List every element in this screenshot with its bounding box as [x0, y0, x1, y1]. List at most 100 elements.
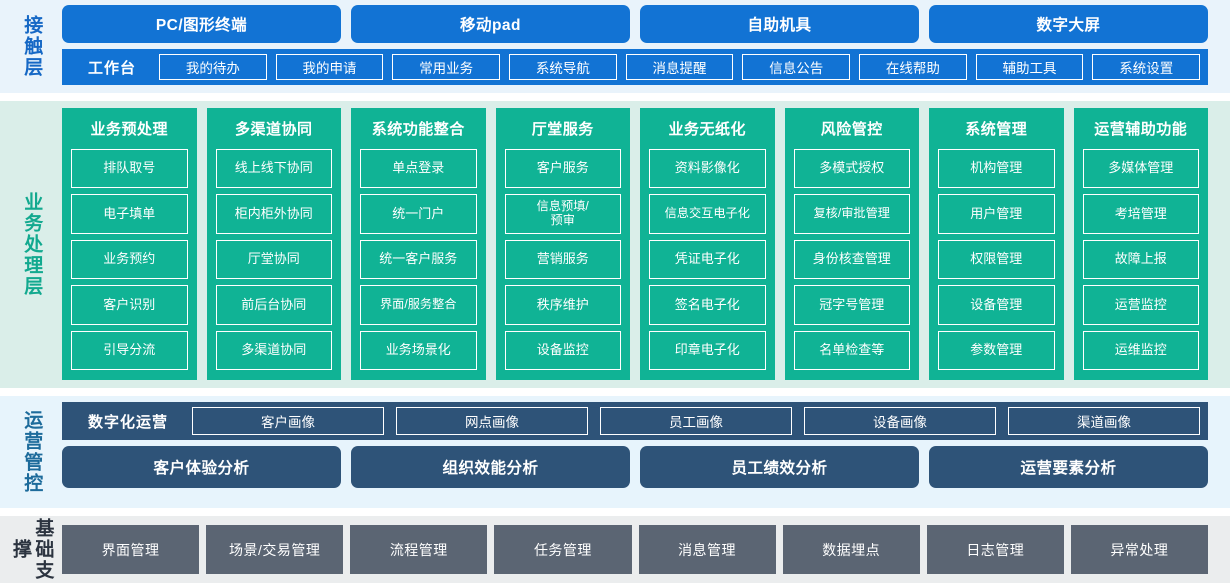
business-item[interactable]: 引导分流	[71, 330, 188, 371]
ops-layer-label: 运营管控	[0, 396, 62, 508]
business-item[interactable]: 设备监控	[504, 330, 621, 371]
portrait-item[interactable]: 设备画像	[804, 407, 997, 435]
foundation-layer-band: 基础支撑 界面管理场景/交易管理流程管理任务管理消息管理数据埋点日志管理异常处理	[0, 516, 1230, 583]
business-item[interactable]: 信息预填/预审	[504, 194, 621, 234]
channel-chip[interactable]: PC/图形终端	[62, 5, 341, 43]
foundation-layer-body: 界面管理场景/交易管理流程管理任务管理消息管理数据埋点日志管理异常处理	[62, 516, 1230, 583]
business-item[interactable]: 冠字号管理	[793, 285, 910, 325]
business-item[interactable]: 资料影像化	[649, 149, 766, 189]
business-item[interactable]: 多媒体管理	[1082, 149, 1199, 189]
business-column: 运营辅助功能多媒体管理考培管理故障上报运营监控运维监控	[1073, 108, 1208, 380]
workbench-title: 工作台	[88, 59, 137, 77]
business-item[interactable]: 运维监控	[1082, 330, 1199, 371]
business-item[interactable]: 统一客户服务	[360, 239, 477, 280]
business-column-title: 系统功能整合	[371, 121, 465, 138]
business-layer-label-text: 业务处理层	[21, 192, 43, 297]
business-item[interactable]: 柜内柜外协同	[215, 194, 332, 234]
business-item[interactable]: 运营监控	[1082, 285, 1199, 325]
workbench-item[interactable]: 常用业务	[392, 54, 501, 80]
business-item[interactable]: 客户服务	[504, 149, 621, 189]
workbench-item[interactable]: 系统设置	[1092, 54, 1201, 80]
business-item[interactable]: 签名电子化	[649, 285, 766, 325]
channel-chip[interactable]: 自助机具	[640, 5, 919, 43]
portrait-item[interactable]: 网点画像	[396, 407, 589, 435]
portrait-item[interactable]: 客户画像	[192, 407, 385, 435]
business-item[interactable]: 参数管理	[938, 330, 1055, 371]
business-column-title: 系统管理	[965, 121, 1028, 138]
channel-chip[interactable]: 移动pad	[351, 5, 630, 43]
foundation-layer-label-text: 基础支撑	[10, 518, 54, 581]
business-item[interactable]: 排队取号	[71, 149, 188, 189]
business-item[interactable]: 机构管理	[938, 149, 1055, 189]
business-item[interactable]: 营销服务	[504, 239, 621, 280]
contact-layer-body: PC/图形终端移动pad 自助机具数字大屏 工作台 我的待办我的申请常用业务系统导…	[62, 0, 1230, 93]
analysis-item[interactable]: 组织效能分析	[351, 446, 630, 488]
business-item[interactable]: 名单检查等	[793, 330, 910, 371]
business-item[interactable]: 前后台协同	[215, 285, 332, 325]
analysis-item[interactable]: 客户体验分析	[62, 446, 341, 488]
business-item[interactable]: 单点登录	[360, 149, 477, 189]
workbench-item[interactable]: 辅助工具	[975, 54, 1084, 80]
business-item[interactable]: 界面/服务整合	[360, 285, 477, 325]
business-item[interactable]: 信息交互电子化	[649, 194, 766, 234]
foundation-item[interactable]: 数据埋点	[782, 525, 920, 574]
workbench-item[interactable]: 在线帮助	[859, 54, 967, 80]
business-column: 业务预处理排队取号电子填单业务预约客户识别引导分流	[62, 108, 197, 380]
business-item[interactable]: 客户识别	[71, 285, 188, 325]
business-layer-body: 业务预处理排队取号电子填单业务预约客户识别引导分流多渠道协同线上线下协同柜内柜外…	[62, 101, 1230, 388]
workbench-item[interactable]: 信息公告	[742, 54, 851, 80]
analysis-items-row: 客户体验分析组织效能分析员工绩效分析运营要素分析	[62, 446, 1208, 488]
business-column: 厅堂服务客户服务信息预填/预审营销服务秩序维护设备监控	[495, 108, 630, 380]
portrait-items-row: 客户画像网点画像员工画像设备画像渠道画像	[192, 407, 1201, 435]
business-item[interactable]: 权限管理	[938, 239, 1055, 280]
business-column: 风险管控多模式授权复核/审批管理身份核查管理冠字号管理名单检查等	[784, 108, 919, 380]
business-column-title: 厅堂服务	[531, 121, 594, 138]
workbench-item[interactable]: 消息提醒	[625, 54, 734, 80]
workbench-item[interactable]: 系统导航	[509, 54, 617, 80]
business-item[interactable]: 设备管理	[938, 285, 1055, 325]
business-column-title: 运营辅助功能	[1094, 121, 1188, 138]
foundation-item[interactable]: 场景/交易管理	[206, 525, 344, 574]
business-item[interactable]: 电子填单	[71, 194, 188, 234]
business-item[interactable]: 复核/审批管理	[793, 194, 910, 234]
business-item[interactable]: 多模式授权	[793, 149, 910, 189]
business-item[interactable]: 考培管理	[1082, 194, 1199, 234]
portrait-item[interactable]: 渠道画像	[1008, 407, 1201, 435]
foundation-item[interactable]: 流程管理	[350, 525, 488, 574]
business-layer-band: 业务处理层 业务预处理排队取号电子填单业务预约客户识别引导分流多渠道协同线上线下…	[0, 101, 1230, 388]
foundation-item[interactable]: 任务管理	[494, 525, 632, 574]
business-item[interactable]: 用户管理	[938, 194, 1055, 234]
digital-ops-title: 数字化运营	[88, 413, 169, 431]
workbench-strip: 工作台 我的待办我的申请常用业务系统导航消息提醒信息公告在线帮助辅助工具系统设置	[62, 49, 1208, 85]
business-item[interactable]: 多渠道协同	[215, 330, 332, 371]
portrait-item[interactable]: 员工画像	[600, 407, 793, 435]
business-item[interactable]: 故障上报	[1082, 239, 1199, 280]
digital-ops-strip: 数字化运营 客户画像网点画像员工画像设备画像渠道画像	[62, 402, 1208, 440]
business-item[interactable]: 厅堂协同	[215, 239, 332, 280]
workbench-item[interactable]: 我的待办	[159, 54, 267, 80]
channel-chip[interactable]: 数字大屏	[929, 5, 1208, 43]
analysis-item[interactable]: 运营要素分析	[929, 446, 1208, 488]
business-item[interactable]: 印章电子化	[649, 330, 766, 371]
business-item[interactable]: 业务场景化	[360, 330, 477, 371]
business-item[interactable]: 线上线下协同	[215, 149, 332, 189]
business-column: 多渠道协同线上线下协同柜内柜外协同厅堂协同前后台协同多渠道协同	[206, 108, 341, 380]
workbench-item[interactable]: 我的申请	[275, 54, 384, 80]
foundation-item[interactable]: 消息管理	[638, 525, 776, 574]
foundation-item[interactable]: 界面管理	[62, 525, 200, 574]
business-item[interactable]: 业务预约	[71, 239, 188, 280]
analysis-item[interactable]: 员工绩效分析	[640, 446, 919, 488]
channel-row: PC/图形终端移动pad 自助机具数字大屏	[62, 5, 1208, 43]
business-item[interactable]: 身份核查管理	[793, 239, 910, 280]
business-item[interactable]: 秩序维护	[504, 285, 621, 325]
business-column-title: 多渠道协同	[234, 121, 313, 138]
business-layer-label: 业务处理层	[0, 101, 62, 388]
business-column: 系统功能整合单点登录统一门户统一客户服务界面/服务整合业务场景化	[351, 108, 486, 380]
ops-layer-body: 数字化运营 客户画像网点画像员工画像设备画像渠道画像 客户体验分析组织效能分析员…	[62, 396, 1230, 508]
business-item[interactable]: 统一门户	[360, 194, 477, 234]
contact-layer-label-text: 接触层	[21, 15, 43, 78]
foundation-item[interactable]: 日志管理	[926, 525, 1064, 574]
business-item[interactable]: 凭证电子化	[649, 239, 766, 280]
foundation-item[interactable]: 异常处理	[1070, 525, 1208, 574]
